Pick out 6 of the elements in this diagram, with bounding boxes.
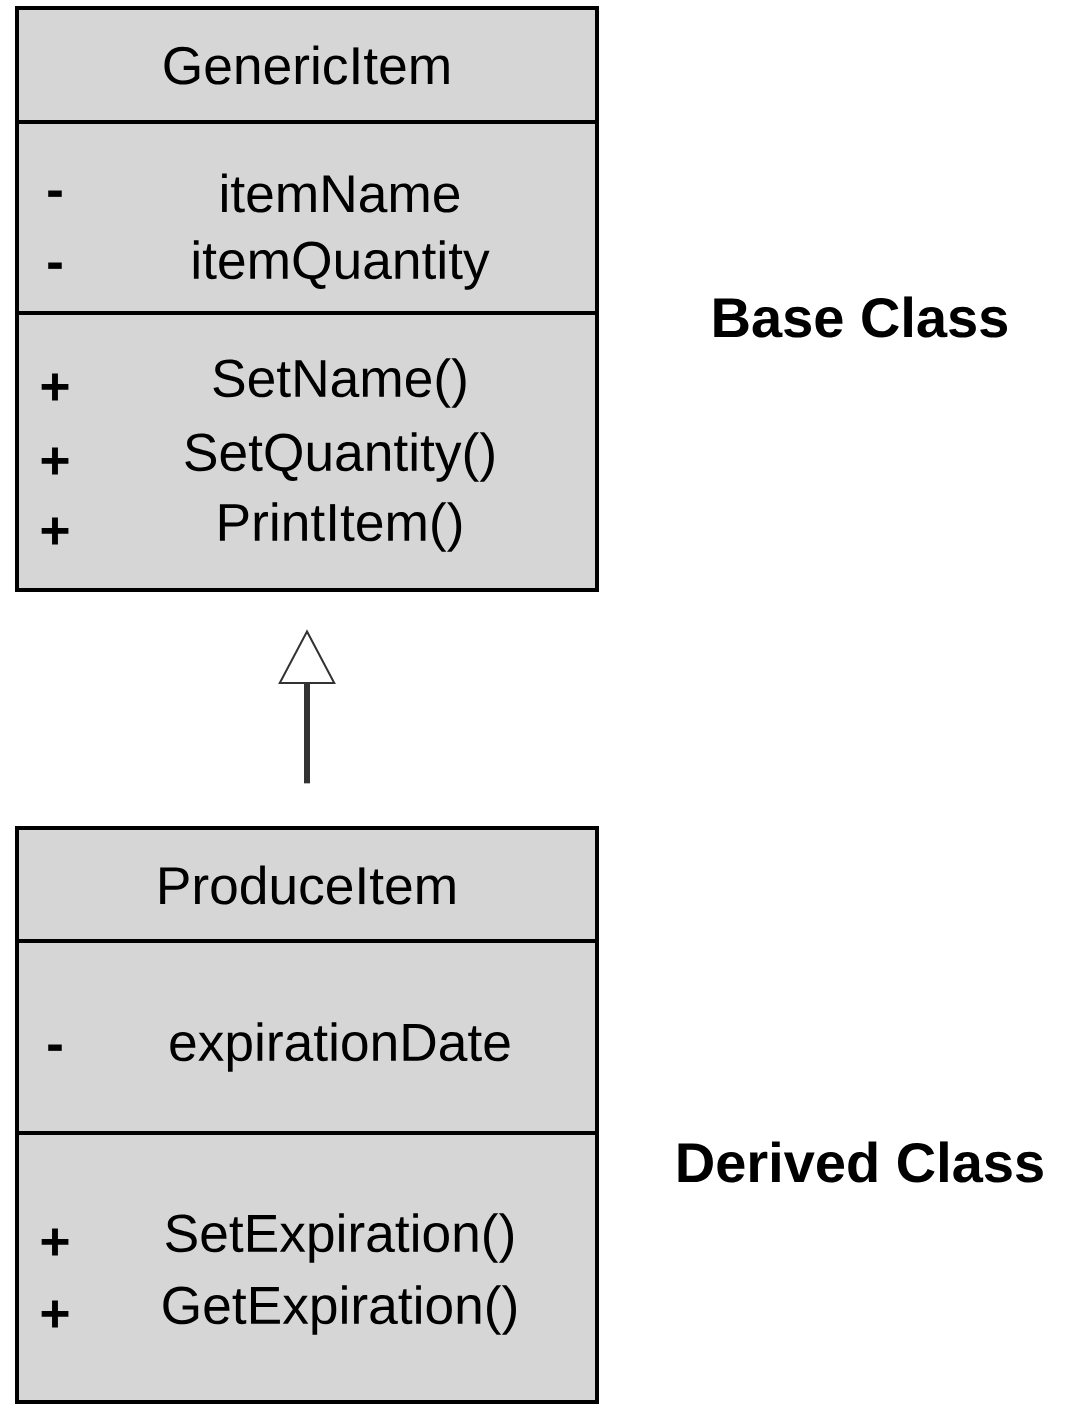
class-compartment: + SetExpiration() + GetExpiration(): [41, 1213, 516, 1335]
class-compartment: - itemName - itemQuantity: [48, 173, 490, 290]
class-compartment: + SetName() + SetQuantity() + PrintItem(): [41, 358, 494, 552]
class-caption: Derived Class: [678, 1141, 1043, 1183]
class-caption: Base Class: [714, 296, 1008, 338]
class-compartment: - expirationDate: [48, 1022, 510, 1072]
